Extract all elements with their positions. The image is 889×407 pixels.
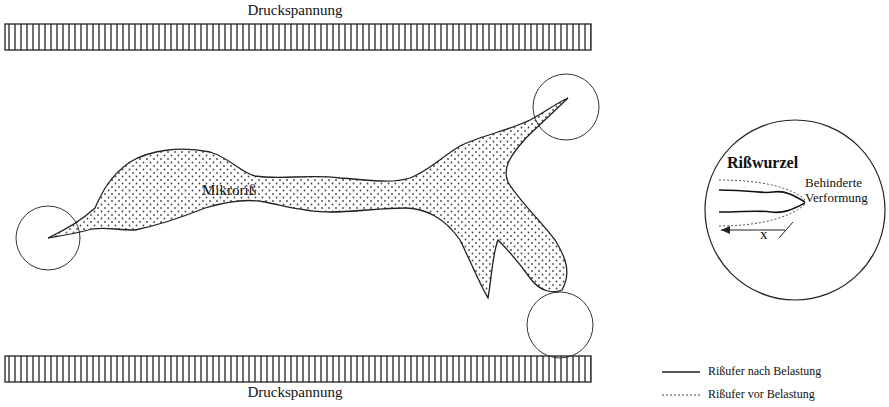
shape-outline: [703, 118, 887, 302]
legend-text: Rißufer vor Belastung: [708, 387, 815, 402]
legend-line-solid: [662, 371, 700, 372]
shape-outline: [40, 80, 600, 310]
crack-flank-before: [719, 180, 805, 226]
crack-shape: Mikroriß: [40, 80, 600, 310]
detail-circle: [705, 120, 885, 300]
crack-flank-after: [719, 190, 805, 212]
stress-label: Druckspannung: [248, 2, 343, 19]
dimension-arrow: [721, 230, 785, 231]
stress-label: Druckspannung: [248, 384, 343, 401]
stress-band: [5, 24, 591, 50]
detail-circle: RißwurzelBehinderte Verformung: [703, 118, 887, 302]
dimension-label: x: [760, 226, 768, 243]
tip-circle: [533, 74, 599, 140]
annotation: Behinderte Verformung: [805, 176, 883, 206]
detail-title: Rißwurzel: [727, 154, 798, 172]
stress-band: [5, 356, 591, 382]
tip-circle: [527, 292, 593, 358]
crack-outline: [48, 98, 568, 298]
dimension-tick: [779, 222, 793, 238]
crack-label: Mikroriß: [202, 182, 256, 199]
legend-line-dotted: [662, 394, 700, 395]
arrowhead: [721, 226, 730, 234]
legend-text: Rißufer nach Belastung: [708, 364, 821, 379]
